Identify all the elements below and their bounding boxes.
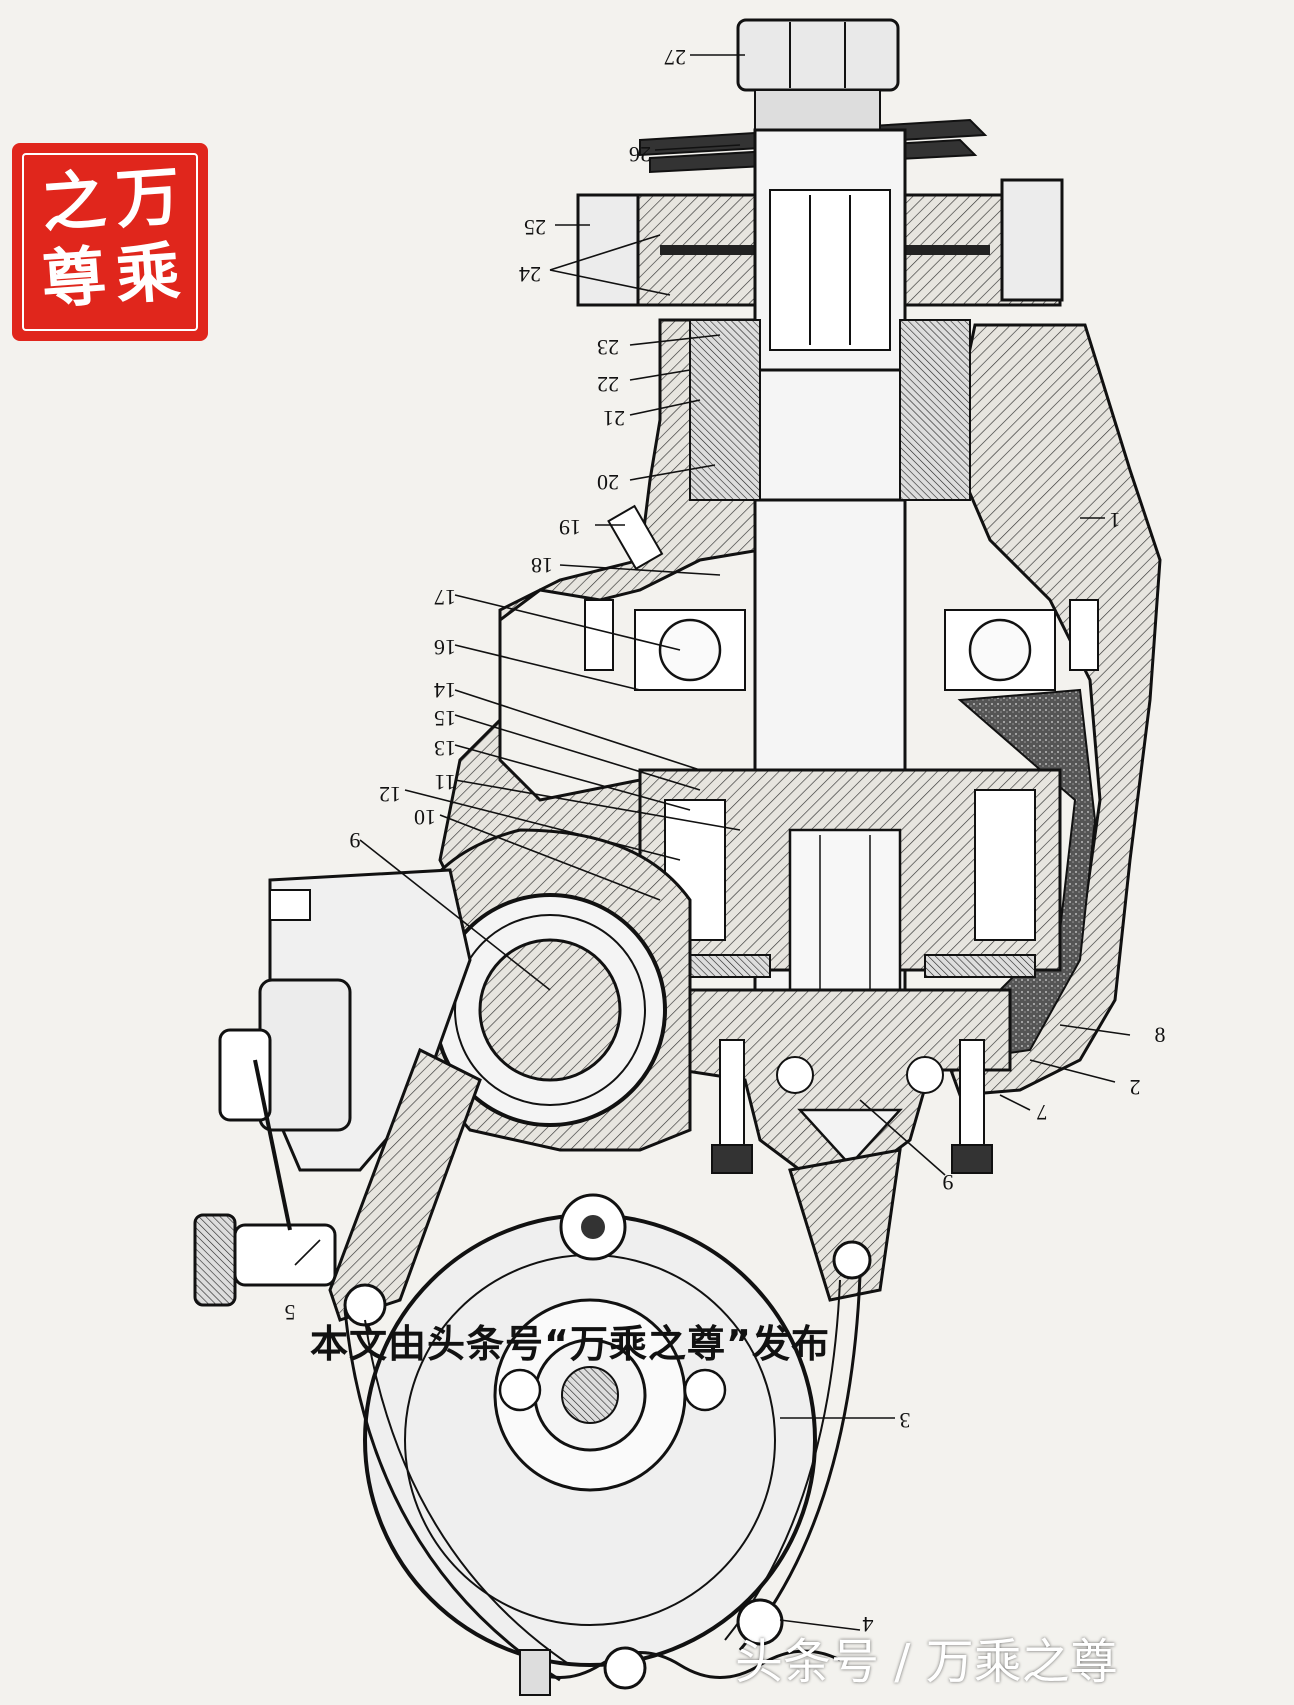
callout-15: 15 xyxy=(434,706,456,731)
callout-10: 10 xyxy=(414,805,436,830)
callout-11: 11 xyxy=(434,770,455,795)
knurled-knob xyxy=(193,1213,237,1307)
top-nut xyxy=(736,18,900,92)
callout-19: 19 xyxy=(559,515,581,540)
logo-border xyxy=(22,153,198,331)
collar-upper xyxy=(689,319,761,501)
callout-20: 20 xyxy=(597,470,619,495)
callout-26: 26 xyxy=(629,142,651,167)
callout-labels: 27 26 25 24 23 22 21 20 19 18 17 16 14 1… xyxy=(285,45,1166,1637)
callout-9-upper: 9 xyxy=(350,828,361,853)
callout-7: 7 xyxy=(1037,1100,1048,1125)
callout-25: 25 xyxy=(524,215,546,240)
callout-17: 17 xyxy=(434,585,456,610)
callout-23: 23 xyxy=(597,335,619,360)
conical-pivot xyxy=(797,1108,903,1167)
pulley-lug-right xyxy=(1000,178,1064,302)
callout-8: 8 xyxy=(1155,1022,1166,1047)
swing-arm xyxy=(788,1148,902,1302)
callout-2: 2 xyxy=(1130,1075,1141,1100)
callout-16: 16 xyxy=(434,635,456,660)
brand-logo-stamp: 之 万 尊 乘 xyxy=(12,143,208,341)
belt-left xyxy=(343,1309,561,1682)
callout-27: 27 xyxy=(664,45,686,70)
callout-3: 3 xyxy=(900,1408,911,1433)
callout-5: 5 xyxy=(285,1300,296,1325)
watermark-publisher-notice: 本文由头条号“万乘之尊”发布 xyxy=(310,1322,830,1366)
leader-lines xyxy=(294,54,1131,1631)
callout-1: 1 xyxy=(1110,508,1121,533)
watermark-corner-handle: 头条号 / 万乘之尊 xyxy=(735,1634,1118,1690)
callout-12: 12 xyxy=(379,782,401,807)
callout-14: 14 xyxy=(434,678,456,703)
tension-spring xyxy=(519,1649,841,1679)
callout-18: 18 xyxy=(531,553,553,578)
pulley-lug-left xyxy=(576,193,640,307)
callout-24: 24 xyxy=(519,262,541,287)
callout-22: 22 xyxy=(597,372,619,397)
callout-4: 4 xyxy=(863,1612,874,1637)
crank-inner-disc xyxy=(478,938,622,1082)
callout-9-lower: 9 xyxy=(943,1170,954,1195)
callout-21: 21 xyxy=(603,406,625,431)
callout-13: 13 xyxy=(434,736,456,761)
